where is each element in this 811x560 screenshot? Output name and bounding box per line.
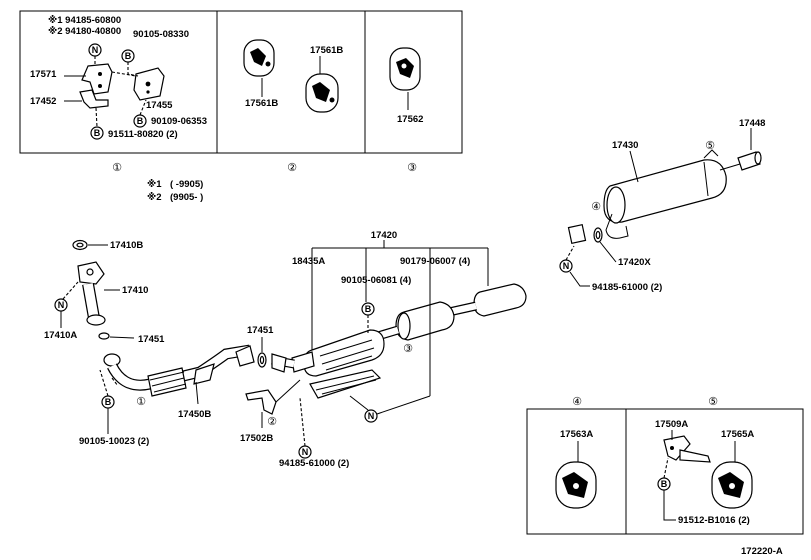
n-marker-letter: N xyxy=(58,300,65,310)
figure-code: 172220-A xyxy=(741,546,783,557)
b-marker-letter: B xyxy=(105,397,112,407)
b-marker-letter: B xyxy=(661,479,668,489)
bottom-inset-panel xyxy=(526,408,804,535)
bracket-17502b-drawing xyxy=(245,379,301,415)
part-label: 90105-10023 (2) xyxy=(79,436,149,447)
part-label: 17565A xyxy=(721,429,754,440)
gasket-17451-drawing xyxy=(257,352,267,368)
main-exhaust-assembly: 17448 17430 ④ ⑤ 17420X xyxy=(44,118,765,469)
part-label: 17562 xyxy=(397,114,423,125)
part-label: 17448 xyxy=(739,118,765,129)
n-marker xyxy=(364,409,378,423)
part-label: 91512-B1016 (2) xyxy=(678,515,750,526)
part-label: 17455 xyxy=(146,100,173,111)
bottom-inset-frame xyxy=(526,408,804,535)
part-label: 17410B xyxy=(110,240,143,251)
note-range: ( -9905) xyxy=(170,179,203,190)
note-mark: ※1 xyxy=(147,179,162,190)
part-label: 90179-06007 (4) xyxy=(400,256,470,267)
n-marker-letter: N xyxy=(92,45,99,55)
inset-number: ① xyxy=(112,162,122,174)
bracket-17571-drawing xyxy=(64,63,113,95)
inset-number: ② xyxy=(287,162,297,174)
model-range-note: ※1 ( -9905) ※2 (9905- ) xyxy=(147,179,203,203)
n-marker-letter: N xyxy=(368,411,375,421)
callout-1: ① xyxy=(136,396,146,408)
part-label: 17571 xyxy=(30,69,57,80)
callout-4: ④ xyxy=(591,201,601,213)
part-label: 17561B xyxy=(310,45,343,56)
inset-box-4: 17563A xyxy=(555,429,597,509)
part-label: 17451 xyxy=(138,334,165,345)
n-marker-letter: N xyxy=(563,261,570,271)
part-label: 94185-61000 (2) xyxy=(279,458,349,469)
part-label: 17420X xyxy=(618,257,651,268)
b-marker-letter: B xyxy=(94,128,101,138)
assembly-17420-leader xyxy=(311,240,489,396)
b-marker-letter: B xyxy=(125,51,132,61)
note-range: (9905- ) xyxy=(170,192,203,203)
part-label: 90105-08330 xyxy=(133,29,189,40)
inset-box-5: 17509A 17565A B 91512-B1016 (2) xyxy=(655,419,754,526)
part-label: 90109-06353 xyxy=(151,116,207,127)
part-label: 94185-61000 (2) xyxy=(592,282,662,293)
top-inset-frame xyxy=(19,10,463,154)
inset-box-1: ※1 94185-60800 ※2 94180-40800 N 90105-08… xyxy=(30,15,207,174)
part-label: 17502B xyxy=(240,433,273,444)
inset-number: ⑤ xyxy=(708,396,718,408)
part-label: 17410A xyxy=(44,330,77,341)
front-pipe-17410-drawing xyxy=(72,239,110,340)
center-pipe-17420-drawing xyxy=(376,224,591,341)
muffler-17430-drawing xyxy=(603,159,741,239)
part-label: 17509A xyxy=(655,419,688,430)
gasket-17420x-drawing xyxy=(593,227,603,243)
part-label: 91511-80820 (2) xyxy=(108,129,178,140)
hanger-17562-drawing xyxy=(389,47,421,91)
tail-tip-17448-drawing xyxy=(737,151,762,171)
bracket-17452-drawing xyxy=(64,89,109,109)
part-label: 18435A xyxy=(292,256,325,267)
hanger-17561b-drawing xyxy=(305,73,339,113)
b-marker-letter: B xyxy=(365,304,372,314)
part-label: 17410 xyxy=(122,285,148,296)
top-inset-panel xyxy=(19,10,463,154)
part-label: ※1 94185-60800 xyxy=(48,15,121,26)
part-label: 17561B xyxy=(245,98,278,109)
bracket-17509a-drawing xyxy=(663,435,711,463)
exhaust-pipe-17450b-drawing xyxy=(103,344,255,397)
catalytic-converter-18435a-drawing xyxy=(291,329,385,399)
part-label: 17451 xyxy=(247,325,274,336)
part-label: 17430 xyxy=(612,140,638,151)
part-label: 17563A xyxy=(560,429,593,440)
inset-box-3: 17562 ③ xyxy=(389,47,423,174)
part-label: 17450B xyxy=(178,409,211,420)
callout-2: ② xyxy=(267,416,277,428)
hanger-17561b-drawing xyxy=(243,39,275,77)
b-marker-letter: B xyxy=(137,116,144,126)
part-label: 90105-06081 (4) xyxy=(341,275,411,286)
part-label: ※2 94180-40800 xyxy=(48,26,121,37)
inset-number: ③ xyxy=(407,162,417,174)
callout-3: ③ xyxy=(403,343,413,355)
inset-box-2: 17561B 17561B ② xyxy=(243,39,343,174)
note-mark: ※2 xyxy=(147,192,162,203)
hanger-17565a-drawing xyxy=(711,461,753,509)
bracket-17455-drawing xyxy=(133,67,165,101)
n-marker-letter: N xyxy=(302,447,309,457)
hanger-17563a-drawing xyxy=(555,461,597,509)
part-label: 17452 xyxy=(30,96,56,107)
callout-5: ⑤ xyxy=(705,140,715,152)
inset-number: ④ xyxy=(572,396,582,408)
b-marker xyxy=(90,126,104,140)
part-label: 17420 xyxy=(371,230,397,241)
